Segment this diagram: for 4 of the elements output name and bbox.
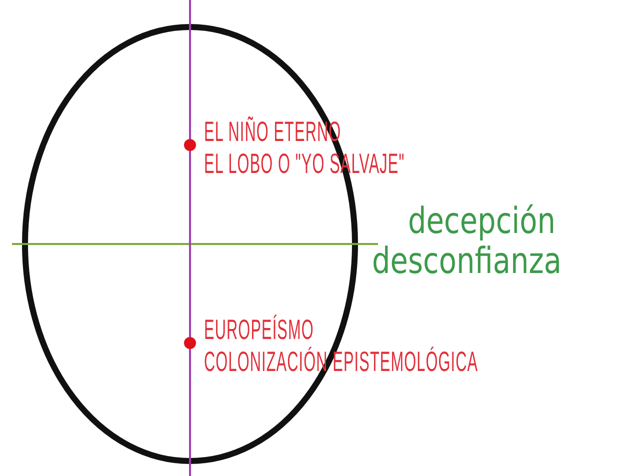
annotation-text: EUROPEÍSMO bbox=[204, 316, 314, 344]
annotation-text: COLONIZACIÓN EPISTEMOLÓGICA bbox=[204, 348, 478, 376]
annotation-text: desconfianza bbox=[372, 244, 562, 280]
annotation-text: decepción bbox=[408, 204, 556, 240]
